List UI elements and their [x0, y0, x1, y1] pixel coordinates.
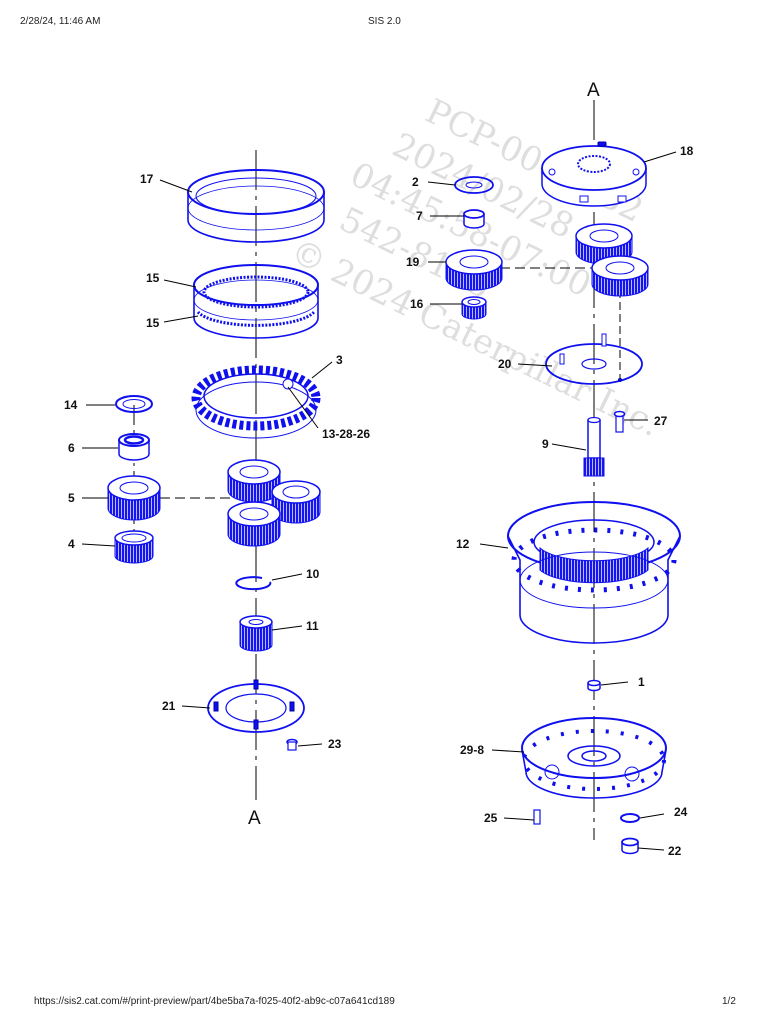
callout-19: 19: [406, 255, 420, 269]
callout-7: 7: [416, 209, 423, 223]
callout-12: 12: [456, 537, 470, 551]
callout-3: 3: [336, 353, 343, 367]
callout-5: 5: [68, 491, 75, 505]
part-20-thrust-plate: [545, 333, 643, 385]
leader-lines: [81, 151, 677, 851]
callout-2: 2: [412, 175, 419, 189]
part-19-planet-gears: [445, 223, 649, 297]
callout-15: 15: [146, 316, 160, 330]
callout-13-28-26: 13-28-26: [322, 427, 370, 441]
callout-6: 6: [68, 441, 75, 455]
callout-15: 15: [146, 271, 160, 285]
part-1-plug: [587, 679, 601, 692]
part-29-cover: [521, 717, 667, 799]
part-16-needle-bearing: [461, 296, 487, 320]
part-22-plug: [621, 837, 639, 855]
callout-20: 20: [498, 357, 512, 371]
callout-24: 24: [674, 805, 688, 819]
callout-27: 27: [654, 414, 668, 428]
print-datetime: 2/28/24, 11:46 AM: [20, 16, 101, 27]
callout-9: 9: [542, 437, 549, 451]
section-label-a: A: [587, 80, 600, 101]
part-15-bearing: [193, 264, 319, 339]
part-3-ring-gear: [191, 365, 321, 439]
part-25-bolt: [533, 809, 541, 825]
callout-11: 11: [306, 619, 319, 633]
planet-gear: [591, 255, 649, 297]
app-title: SIS 2.0: [368, 16, 401, 27]
part-9-shaft: [583, 416, 605, 477]
callout-4: 4: [68, 537, 75, 551]
callout-29-8: 29-8: [460, 743, 484, 757]
callout-16: 16: [410, 297, 424, 311]
planet-gear: [227, 501, 281, 547]
part-6-bearing: [118, 433, 150, 461]
callout-23: 23: [328, 737, 342, 751]
print-url: https://sis2.cat.com/#/print-preview/par…: [34, 996, 395, 1007]
planet-gear-detail: [107, 475, 161, 521]
part-27-bolt: [613, 410, 626, 433]
part-23-bolt: [286, 738, 298, 751]
callout-18: 18: [680, 144, 694, 158]
part-14-washer: [115, 395, 153, 413]
callout-21: 21: [162, 699, 176, 713]
part-18-carrier: [541, 141, 647, 207]
callout-17: 17: [140, 172, 154, 186]
part-21-thrust-plate: [207, 679, 305, 733]
part-24-o-ring: [620, 813, 640, 823]
section-label-a: A: [248, 808, 261, 829]
planet-gear: [445, 249, 503, 291]
part-11-sun-gear: [239, 615, 273, 652]
planet-gear: [227, 459, 281, 503]
page-number: 1/2: [722, 996, 736, 1007]
part-4-needle-bearing: [114, 530, 154, 564]
watermark: PCP-00046B2 2024/02/28 04:45:58-07:00 54…: [284, 91, 666, 445]
planet-gear: [575, 223, 633, 265]
part-7-bushing: [463, 209, 485, 229]
callout-25: 25: [484, 811, 498, 825]
part-12-housing: [507, 501, 681, 644]
callout-22: 22: [668, 844, 682, 858]
part-17-seal-ring: [187, 169, 325, 243]
callout-1: 1: [638, 675, 645, 689]
part-5-planet-gears: [107, 459, 321, 547]
part-10-snap-ring: [235, 576, 272, 591]
callout-14: 14: [64, 398, 78, 412]
callout-10: 10: [306, 567, 320, 581]
